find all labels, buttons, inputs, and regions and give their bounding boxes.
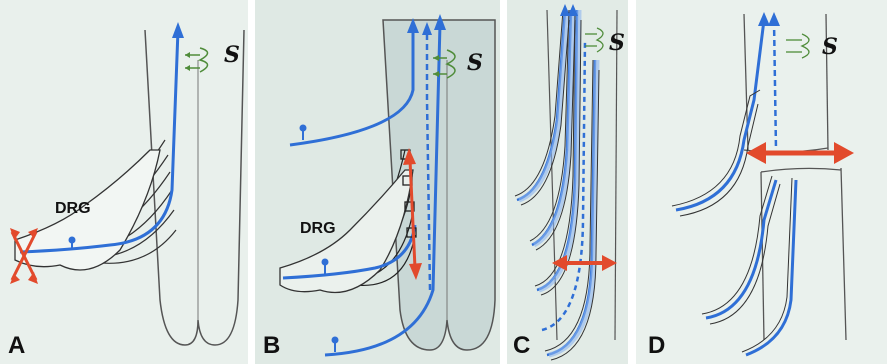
synapse-label: S [467, 50, 483, 76]
synapse-label: S [822, 34, 838, 60]
drg-label: DRG [55, 200, 91, 218]
panel-a: DRG S A [0, 0, 248, 364]
panel-a-illustration [0, 0, 248, 364]
panel-d: S D [636, 0, 887, 364]
panel-letter: C [513, 332, 530, 360]
panel-letter: D [648, 332, 665, 360]
synapse-label: S [224, 42, 240, 68]
panel-b-illustration [255, 0, 500, 364]
synapse-label: S [609, 30, 625, 56]
panel-letter: B [263, 332, 280, 360]
panel-letter: A [8, 332, 25, 360]
panel-d-illustration [636, 0, 887, 364]
drg-label: DRG [300, 220, 336, 238]
panel-c: S C [507, 0, 628, 364]
panel-b: DRG S B [255, 0, 500, 364]
